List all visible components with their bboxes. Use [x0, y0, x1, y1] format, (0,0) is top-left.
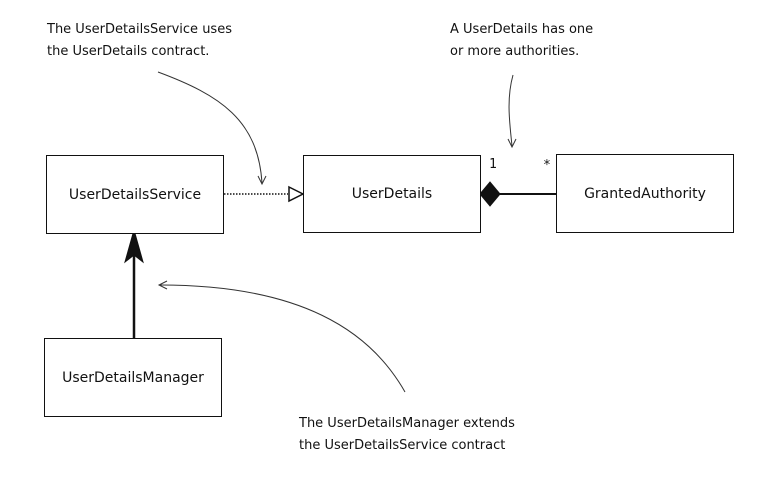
- extends-arrowhead: [124, 228, 144, 264]
- uses-contract-leader-arrowhead: [257, 175, 267, 186]
- composition-diamond: [479, 181, 501, 207]
- has-authorities-leader-arrowhead: [507, 138, 517, 149]
- user-details-label: UserDetails: [351, 186, 433, 202]
- granted-authority-label: GrantedAuthority: [584, 185, 706, 202]
- extends-contract-line-1: The UserDetailsManager extends: [299, 416, 515, 431]
- extends-contract-leader-arrowhead: [157, 280, 168, 290]
- user-details-class: UserDetails: [303, 155, 481, 233]
- user-details-service-label: UserDetailsService: [68, 186, 202, 203]
- multiplicity-many: *: [543, 158, 551, 173]
- user-details-manager-class: UserDetailsManager: [44, 338, 222, 417]
- multiplicity-one: 1: [489, 157, 497, 172]
- uses-dependency-arrowhead: [288, 185, 305, 203]
- has-authorities-annotation: A UserDetails has one or more authoritie…: [450, 19, 593, 63]
- extends-contract-leader: [159, 284, 406, 393]
- uses-contract-leader: [157, 71, 263, 184]
- extends-contract-annotation: The UserDetailsManager extends the UserD…: [299, 413, 515, 457]
- has-authorities-leader: [508, 74, 514, 147]
- has-authorities-line-2: or more authorities.: [450, 44, 580, 59]
- uses-contract-annotation: The UserDetailsService uses the UserDeta…: [47, 19, 232, 63]
- user-details-manager-label: UserDetailsManager: [62, 369, 204, 386]
- uses-contract-line-1: The UserDetailsService uses: [47, 22, 232, 37]
- extends-contract-line-2: the UserDetailsService contract: [299, 438, 506, 453]
- user-details-service-class: UserDetailsService: [46, 155, 224, 234]
- uses-contract-line-2: the UserDetails contract.: [47, 44, 210, 59]
- has-authorities-line-1: A UserDetails has one: [450, 22, 594, 37]
- granted-authority-class: GrantedAuthority: [556, 154, 734, 233]
